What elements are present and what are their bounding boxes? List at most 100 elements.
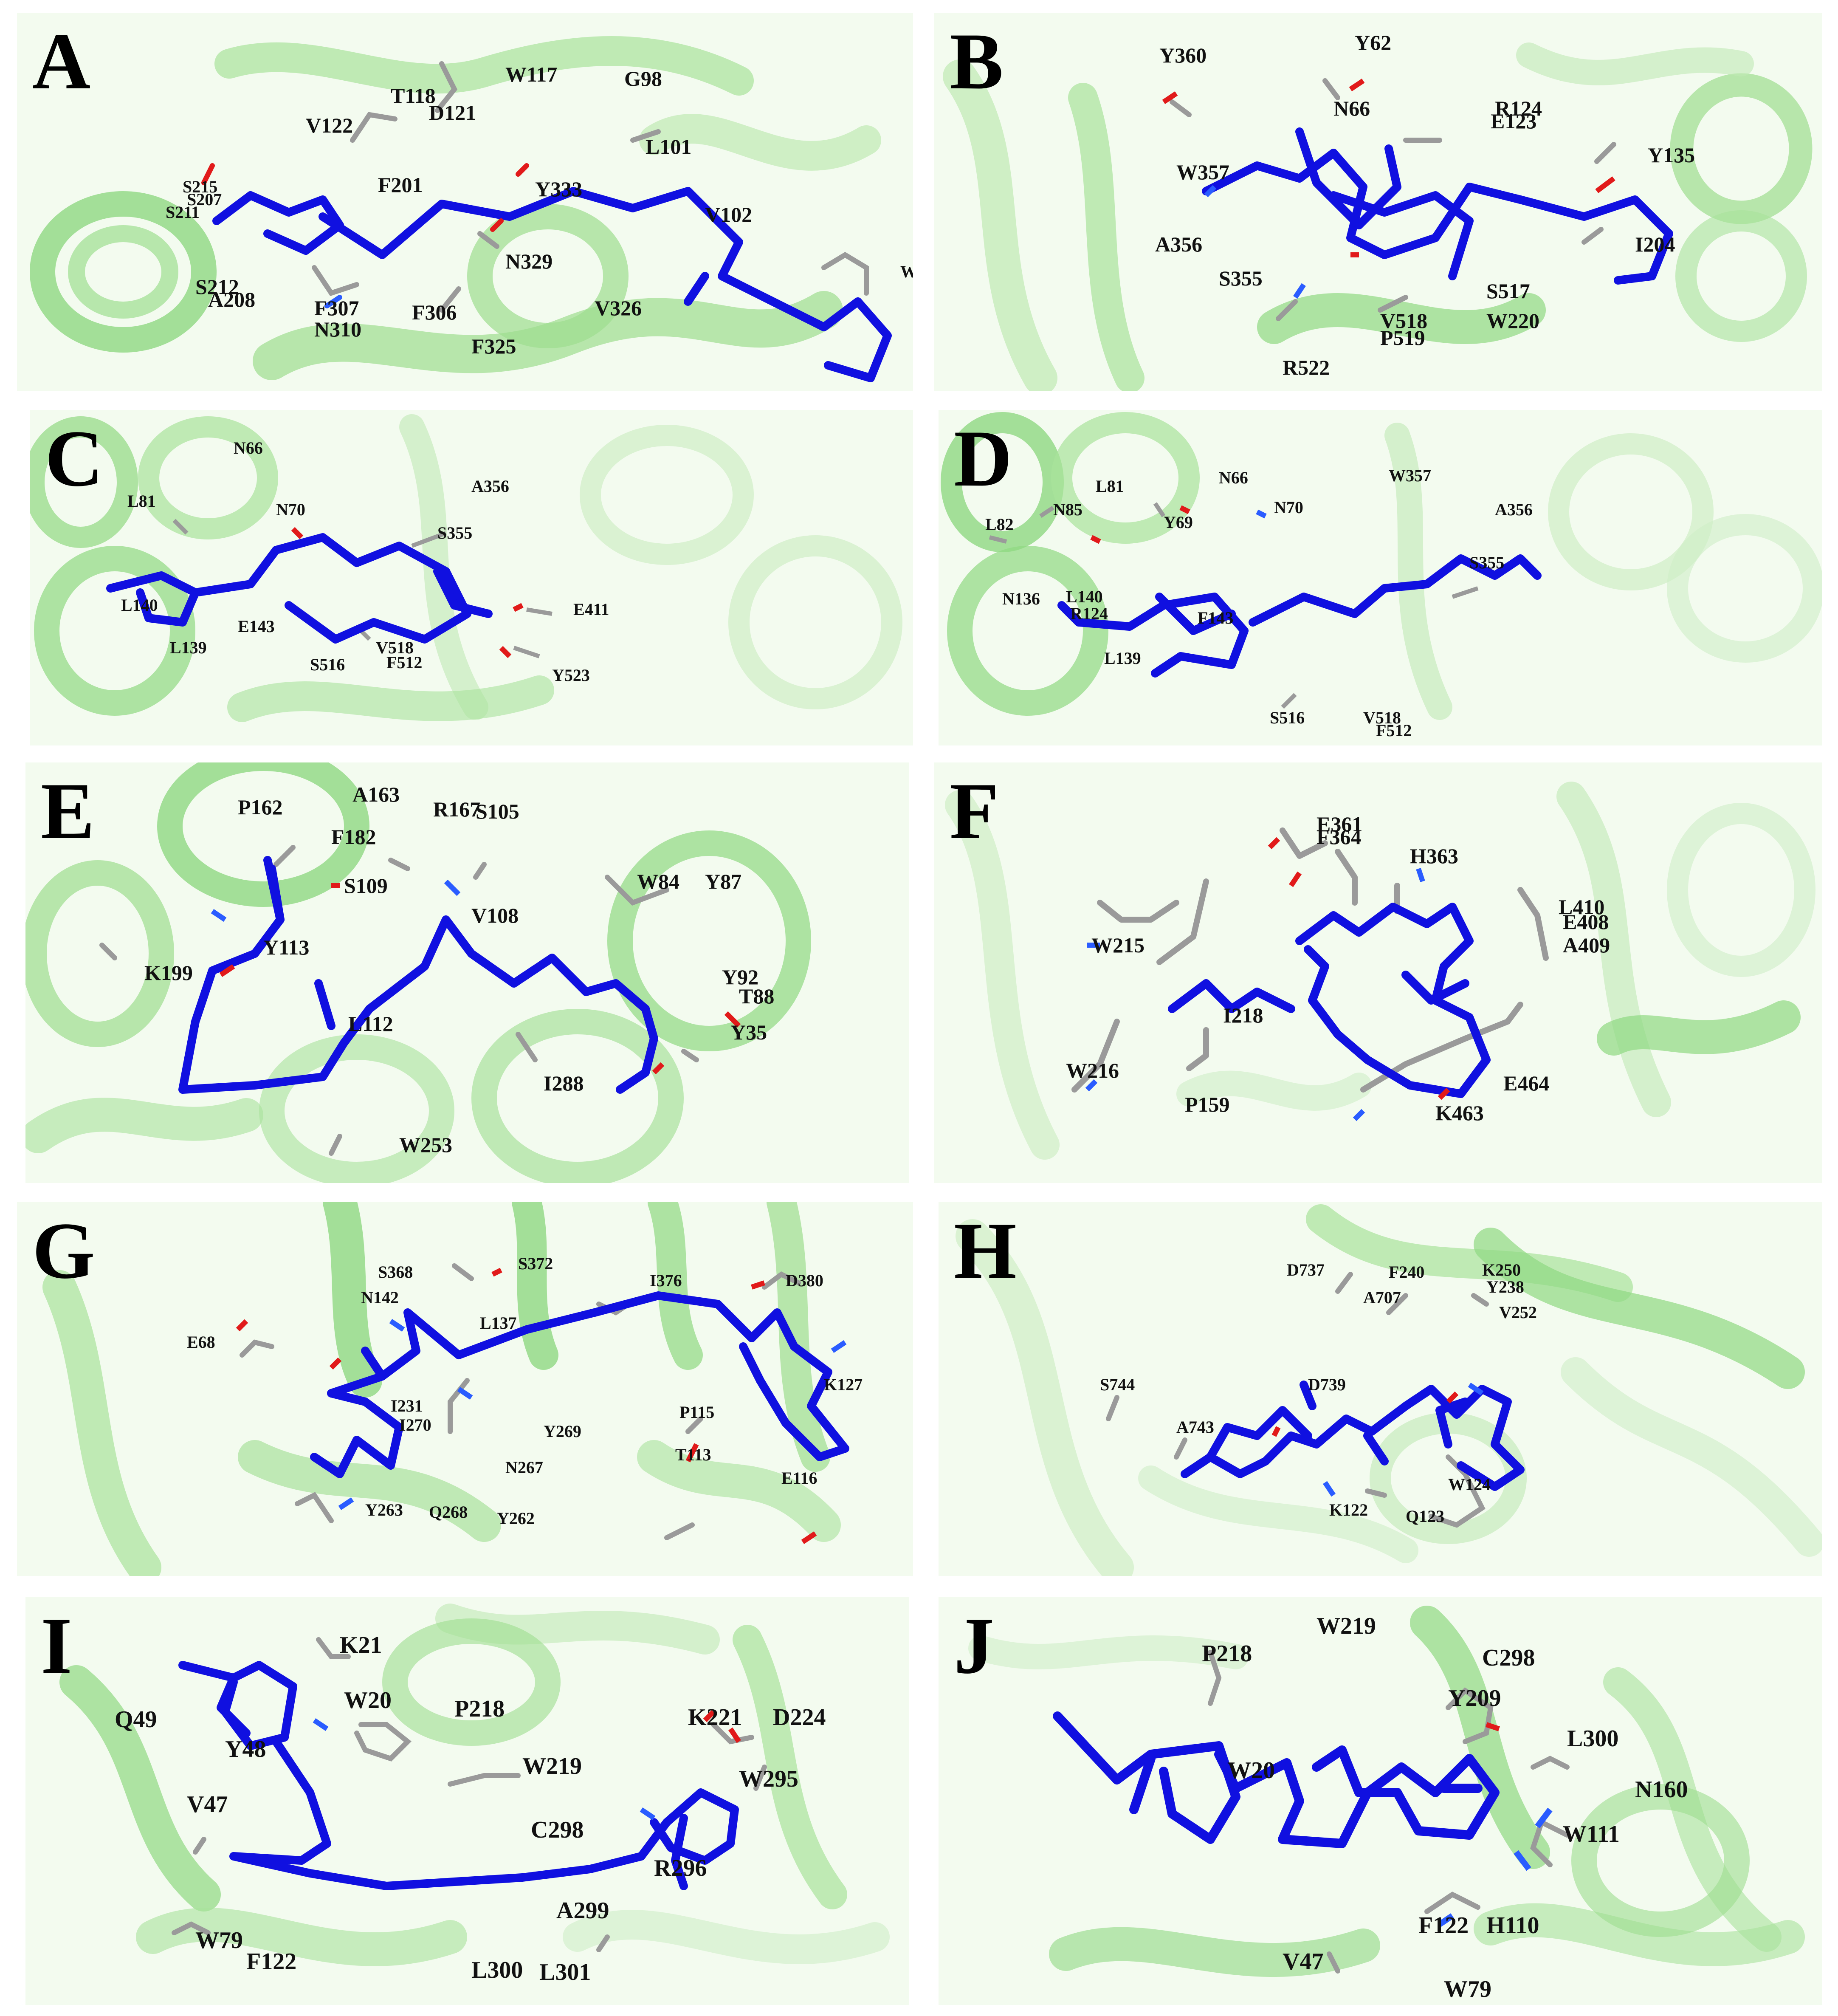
residue-label: I288 bbox=[544, 1071, 584, 1095]
residue-label: K21 bbox=[340, 1632, 382, 1658]
residue-label: K127 bbox=[824, 1375, 863, 1394]
residue-label: S211 bbox=[166, 203, 200, 222]
protein-ribbon-h bbox=[939, 1202, 1822, 1576]
residue-label: S355 bbox=[1469, 553, 1505, 572]
panel-letter: A bbox=[32, 17, 91, 106]
panel-letter: H bbox=[954, 1206, 1017, 1296]
panel-a: A W117 T118 D121 V122 G98 L101 Y333 F201… bbox=[17, 13, 913, 391]
residue-label: F182 bbox=[331, 825, 376, 849]
residue-label: S517 bbox=[1486, 279, 1530, 303]
panel-letter: C bbox=[45, 414, 104, 503]
residue-label: A707 bbox=[1363, 1288, 1401, 1307]
residue-label: V518 bbox=[1363, 708, 1401, 727]
residue-label: E68 bbox=[187, 1333, 215, 1352]
residue-label: P519 bbox=[1380, 326, 1425, 350]
residue-label: S207 bbox=[187, 190, 222, 209]
residue-label: V122 bbox=[306, 113, 353, 137]
residue-label: W215 bbox=[1091, 933, 1145, 957]
residue-label: Y209 bbox=[1448, 1685, 1501, 1711]
residue-label: S105 bbox=[476, 799, 519, 823]
residue-label: W220 bbox=[1486, 309, 1539, 333]
residue-label: K221 bbox=[688, 1704, 742, 1731]
residue-label: Y35 bbox=[730, 1020, 767, 1044]
residue-label: V108 bbox=[471, 904, 519, 927]
residue-label: S516 bbox=[310, 655, 345, 674]
residue-label: V252 bbox=[1499, 1303, 1537, 1322]
panel-letter: J bbox=[954, 1601, 994, 1691]
residue-label: R167 bbox=[433, 797, 481, 821]
residue-label: Y263 bbox=[365, 1500, 403, 1519]
residue-label: I231 bbox=[391, 1396, 423, 1415]
residue-label: W20 bbox=[1227, 1757, 1275, 1784]
residue-label: Y113 bbox=[263, 935, 310, 959]
residue-label: R296 bbox=[654, 1855, 707, 1881]
residue-label: L300 bbox=[471, 1957, 523, 1983]
protein-ribbon-a bbox=[17, 13, 913, 391]
residue-label: N70 bbox=[276, 500, 305, 519]
residue-label: D739 bbox=[1308, 1375, 1346, 1394]
residue-label: L101 bbox=[646, 135, 692, 158]
residue-label: A743 bbox=[1176, 1417, 1214, 1437]
residue-label: Y333 bbox=[535, 177, 583, 201]
panel-letter: F bbox=[950, 767, 999, 856]
residue-label: W219 bbox=[1316, 1613, 1376, 1639]
residue-label: L82 bbox=[985, 515, 1014, 534]
residue-label: E143 bbox=[238, 617, 275, 636]
residue-label: E408 bbox=[1563, 910, 1609, 934]
residue-label: W124 bbox=[1448, 1475, 1491, 1494]
residue-label: L139 bbox=[1104, 649, 1141, 668]
residue-label: C298 bbox=[531, 1817, 584, 1843]
protein-ribbon-e bbox=[25, 762, 909, 1183]
residue-label: S368 bbox=[378, 1262, 413, 1282]
residue-label: L112 bbox=[348, 1012, 393, 1036]
residue-label: Y262 bbox=[497, 1509, 535, 1528]
residue-label: Q268 bbox=[429, 1502, 468, 1522]
residue-label: L81 bbox=[1096, 477, 1124, 496]
residue-label: Y48 bbox=[225, 1736, 266, 1762]
residue-label: L301 bbox=[539, 1959, 591, 1985]
residue-label: F122 bbox=[1418, 1912, 1469, 1939]
residue-label: R124 bbox=[1070, 604, 1108, 623]
residue-label: H110 bbox=[1486, 1912, 1539, 1939]
residue-label: P218 bbox=[1202, 1640, 1252, 1667]
residue-label: L81 bbox=[127, 491, 156, 511]
residue-label: N66 bbox=[1219, 468, 1248, 487]
panel-letter: E bbox=[41, 767, 95, 856]
panel-letter: G bbox=[32, 1206, 95, 1296]
residue-label: F325 bbox=[471, 334, 516, 358]
residue-label: Y69 bbox=[1164, 513, 1193, 532]
residue-label: F364 bbox=[1316, 825, 1362, 849]
protein-ribbon-b bbox=[934, 13, 1822, 391]
residue-label: F307 bbox=[314, 296, 359, 320]
panel-f: F E361 F364 H363 L410 E408 A409 W215 I21… bbox=[934, 762, 1822, 1183]
residue-label: L140 bbox=[1066, 587, 1103, 606]
residue-label: Y523 bbox=[552, 666, 590, 685]
residue-label: I376 bbox=[650, 1271, 682, 1290]
residue-label: F512 bbox=[386, 653, 423, 672]
residue-label: H363 bbox=[1410, 844, 1458, 868]
panel-letter: D bbox=[954, 414, 1012, 503]
residue-label: S212 bbox=[195, 275, 239, 299]
residue-label: K199 bbox=[144, 961, 193, 985]
residue-label: N85 bbox=[1053, 500, 1083, 519]
residue-label: W111 bbox=[1563, 1821, 1620, 1847]
panel-b: B Y360 Y62 N66 R124 E123 W357 Y135 A356 … bbox=[934, 13, 1822, 391]
residue-label: Y238 bbox=[1486, 1277, 1524, 1296]
residue-label: D121 bbox=[429, 101, 476, 124]
residue-label: F201 bbox=[378, 173, 423, 197]
residue-label: W357 bbox=[1389, 466, 1431, 485]
residue-label: S109 bbox=[344, 874, 388, 898]
residue-label: L140 bbox=[121, 596, 158, 615]
residue-label: W117 bbox=[505, 62, 558, 86]
panel-letter: B bbox=[950, 17, 1004, 106]
residue-label: I204 bbox=[1635, 232, 1675, 256]
residue-label: A356 bbox=[1155, 232, 1203, 256]
residue-label: V518 bbox=[1380, 309, 1428, 333]
residue-label: Y269 bbox=[544, 1422, 581, 1441]
panel-c: C N66 L81 N70 A356 S355 L140 E411 E143 L… bbox=[30, 410, 913, 745]
residue-label: E361 bbox=[1316, 812, 1363, 836]
residue-label: L300 bbox=[1567, 1725, 1619, 1752]
residue-label: N142 bbox=[361, 1288, 399, 1307]
residue-label: W bbox=[900, 262, 913, 281]
residue-label: F122 bbox=[246, 1948, 297, 1975]
